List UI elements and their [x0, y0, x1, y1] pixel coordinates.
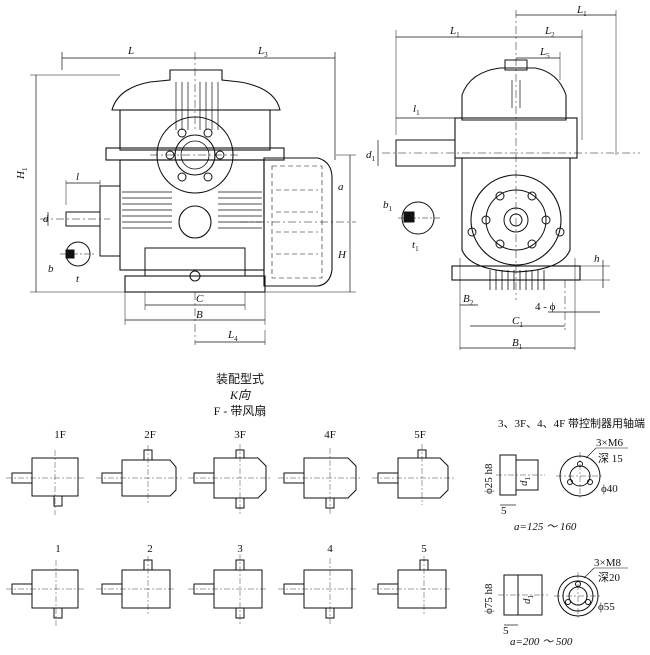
dim-C1: C1 [512, 315, 523, 329]
dim-t: t [76, 273, 80, 285]
upper-len: 5 [501, 505, 507, 517]
upper-screw: 3×M6 [596, 437, 623, 449]
lower-depth: 深20 [598, 571, 620, 584]
dim-B: B [196, 309, 203, 321]
dim-B2: B2 [463, 293, 474, 307]
assembly-types-fan: 1F 2F 3F 4F 5F [6, 429, 454, 515]
dim-H: H [337, 249, 347, 261]
controller-shaft-detail: 3、3F、4、4F 带控制器用轴端 ϕ25 h8 d1 5 3×M6 深 15 … [483, 416, 645, 648]
front-view: L L3 H1 [15, 45, 356, 345]
dim-d: d [43, 213, 49, 225]
assembly-types: 1 2 3 4 5 [6, 543, 452, 626]
caption-line1: 装配型式 [216, 372, 264, 386]
upper-d1: d1 [518, 477, 532, 487]
lower-pcd: ϕ55 [598, 601, 615, 613]
type-label-4F: 4F [324, 429, 336, 441]
dim-l1: l1 [413, 103, 420, 117]
lower-screw: 3×M8 [594, 557, 621, 569]
type-label-3F: 3F [234, 429, 246, 441]
dim-b1: b1 [383, 199, 393, 213]
dim-l: l [76, 171, 79, 183]
dim-L1-top: L1 [576, 4, 587, 18]
type-label-3: 3 [237, 543, 243, 555]
upper-depth: 深 15 [598, 452, 623, 465]
dim-L2: L2 [544, 25, 555, 39]
dim-L: L [127, 45, 134, 57]
type-label-5F: 5F [414, 429, 426, 441]
dim-L4: L4 [227, 329, 238, 343]
upper-pcd: ϕ40 [601, 483, 618, 495]
lower-d1: d1 [521, 595, 535, 605]
lower-len: 5 [503, 625, 509, 637]
assembly-caption: 装配型式 K向 F - 带风扇 [214, 372, 267, 418]
caption-line3: F - 带风扇 [214, 403, 267, 418]
type-label-1: 1 [55, 543, 61, 555]
dim-L5: L5 [539, 46, 550, 60]
dim-a: a [338, 181, 344, 193]
caption-line2: K向 [229, 388, 251, 402]
controller-title: 3、3F、4、4F 带控制器用轴端 [498, 416, 645, 430]
dim-L1: L1 [449, 25, 460, 39]
type-label-1F: 1F [54, 429, 66, 441]
dim-b: b [48, 263, 54, 275]
type-label-4: 4 [327, 543, 333, 555]
lower-range: a=200 ～ 500 [510, 636, 573, 648]
type-label-2F: 2F [144, 429, 156, 441]
side-view: L1 L1 L2 L5 l1 d1 [366, 4, 640, 351]
type-label-5: 5 [421, 543, 427, 555]
upper-range: a=125 ～ 160 [514, 521, 577, 533]
dim-h: h [594, 253, 600, 265]
dim-L3: L3 [257, 45, 268, 59]
dim-d1: d1 [366, 149, 376, 163]
dim-C: C [196, 293, 204, 305]
dim-B1: B1 [512, 337, 523, 351]
dim-4-phi: 4 - ϕ [535, 301, 556, 313]
upper-bore: ϕ25 h8 [483, 463, 495, 494]
lower-bore: ϕ75 h8 [483, 583, 495, 614]
dim-H1: H1 [15, 167, 29, 180]
dim-t1: t1 [412, 239, 419, 253]
type-label-2: 2 [147, 543, 153, 555]
